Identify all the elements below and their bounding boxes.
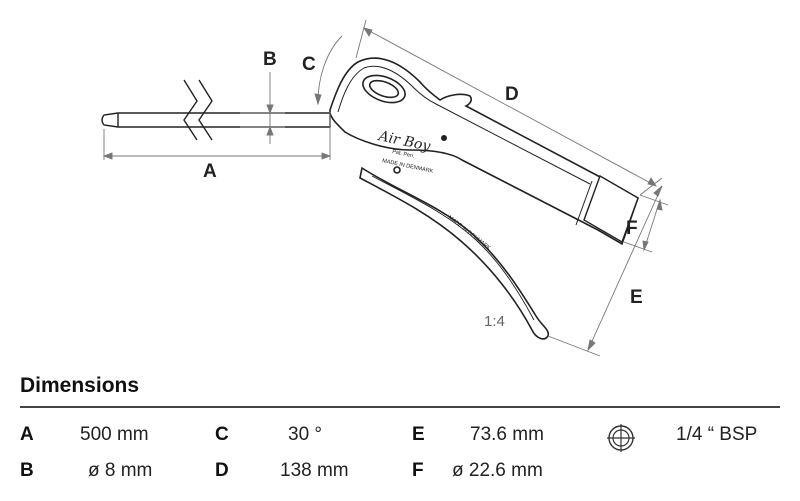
dim-value-d: 138 mm	[280, 460, 349, 481]
gun-body	[329, 57, 639, 246]
thread-size-value: 1/4 “ BSP	[676, 424, 758, 445]
dimension-lines	[102, 19, 669, 357]
dimension-row: B ø 8 mm D 138 mm F ø 22.6 mm	[0, 460, 800, 490]
svg-text:Pat. Pen.: Pat. Pen.	[392, 149, 416, 160]
label-d: D	[505, 84, 519, 105]
label-c: C	[302, 54, 316, 75]
label-b: B	[263, 49, 277, 70]
dim-key-e: E	[412, 424, 425, 445]
thread-icon	[607, 424, 635, 452]
blow-gun-dimension-drawing: Air Boy Pat. Pen. MADE IN DENMARK MADE I…	[101, 19, 669, 357]
svg-text:MADE IN DENMARK: MADE IN DENMARK	[382, 158, 434, 175]
label-f: F	[626, 218, 638, 239]
divider	[20, 406, 780, 408]
label-a: A	[203, 161, 217, 182]
break-mark	[183, 79, 213, 141]
dim-key-a: A	[20, 424, 34, 445]
dim-key-b: B	[20, 460, 34, 481]
dim-value-a: 500 mm	[80, 424, 149, 445]
dim-key-f: F	[412, 460, 424, 481]
trigger-lever	[359, 166, 550, 340]
dim-value-b: ø 8 mm	[88, 460, 153, 481]
dim-value-e: 73.6 mm	[470, 424, 544, 445]
dim-value-c: 30 °	[288, 424, 323, 445]
dim-key-c: C	[215, 424, 229, 445]
dimension-row: A 500 mm C 30 ° E 73.6 mm 1/4 “ BSP	[0, 424, 800, 454]
scale-ratio: 1:4	[484, 313, 505, 330]
dim-value-f: ø 22.6 mm	[452, 460, 543, 481]
dimensions-title: Dimensions	[20, 374, 140, 397]
dim-key-d: D	[215, 460, 229, 481]
nozzle-tube	[101, 112, 331, 128]
label-e: E	[630, 287, 643, 308]
